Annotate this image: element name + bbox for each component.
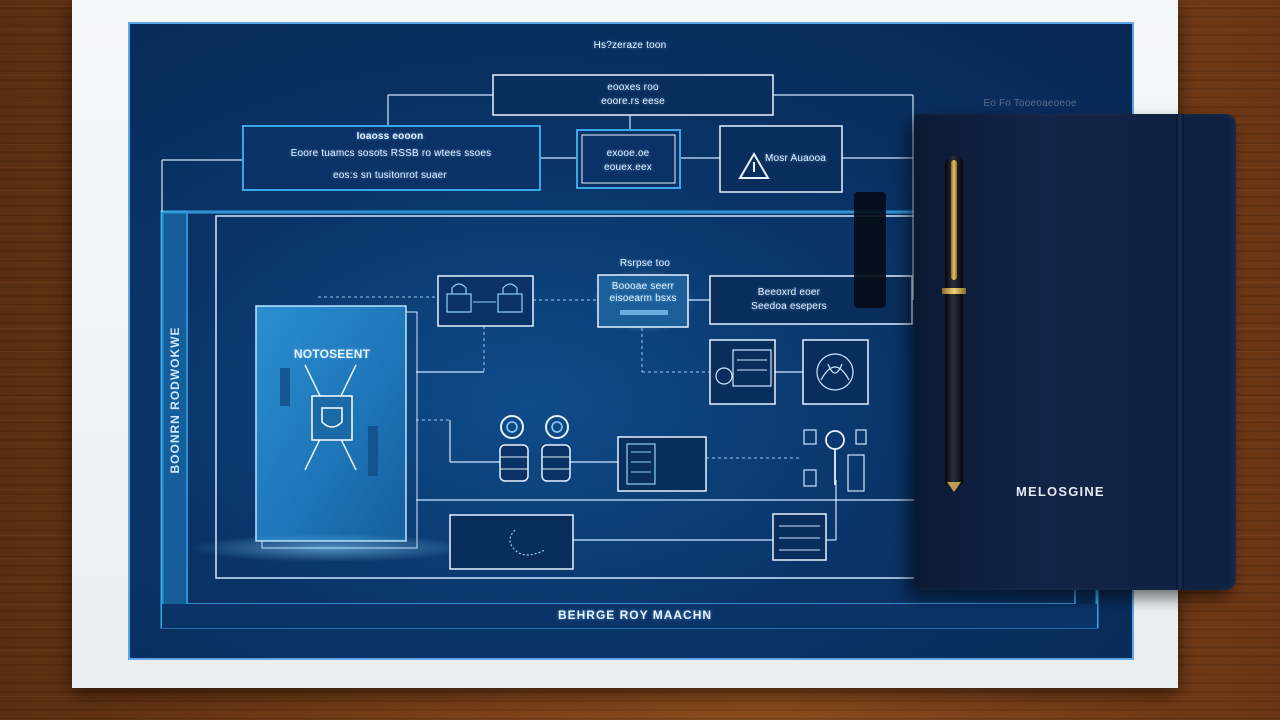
chip-icon [626,443,656,485]
pen-ring [942,288,966,294]
center-box-line2: eouex.eex [604,162,652,173]
bottom-banner: BEHRGE ROY MAACHN [557,608,713,622]
document-box [449,514,574,570]
notebook-title: MELOSGINE [1016,484,1105,499]
pen [945,156,963,486]
shield-icon [311,395,353,441]
right-mid-box-line2: Seedoa esepers [751,301,827,312]
lock-icon-2 [497,293,523,313]
right-mid-box-line1: Beeoxrd eoer [757,287,821,298]
mid-box-line2: eisoearm bsxs [609,293,677,304]
center-box [576,129,681,189]
notebook-band [1176,114,1184,590]
top-box-line2: eoore.rs eese [601,96,665,107]
key-icon [803,429,867,492]
mid-label: Rsrpse too [619,258,671,269]
vertical-label: BOONRN RODWOKWE [168,326,182,474]
left-box-line2: eos:s sn tusitonrot suaer [333,170,447,181]
top-box-line1: eooxes roo [607,82,659,93]
diagram-title: Hs?zeraze toon [593,40,667,51]
server-icon [732,349,772,387]
database-icon [499,415,571,482]
center-box-line1: exooe.oe [606,148,650,159]
pen-tip [947,482,961,492]
network-icon [816,353,854,391]
mid-box [597,274,689,328]
top-box [492,74,774,116]
server-box [709,339,776,405]
lock-box [437,275,534,327]
terminal-box [772,513,827,561]
warning-icon [738,152,770,179]
left-box-title: Ioaoss eooon [356,131,424,142]
lock-icon [446,293,472,313]
right-box [719,125,843,193]
left-box-line1: Eoore tuamcs sosots RSSB ro wtees ssoes [290,148,492,159]
top-right-faint-text: Eo Fo Tooeoaeoeoe [983,98,1077,109]
left-box [242,125,541,191]
chip-box [617,436,707,492]
right-box-label: Mosr Auaooa [765,153,827,164]
panel-title: NOTOSEENT [293,347,371,361]
mid-box-line1: Boooae seerr [611,281,675,292]
pen-clip [951,160,957,280]
network-box [802,339,869,405]
